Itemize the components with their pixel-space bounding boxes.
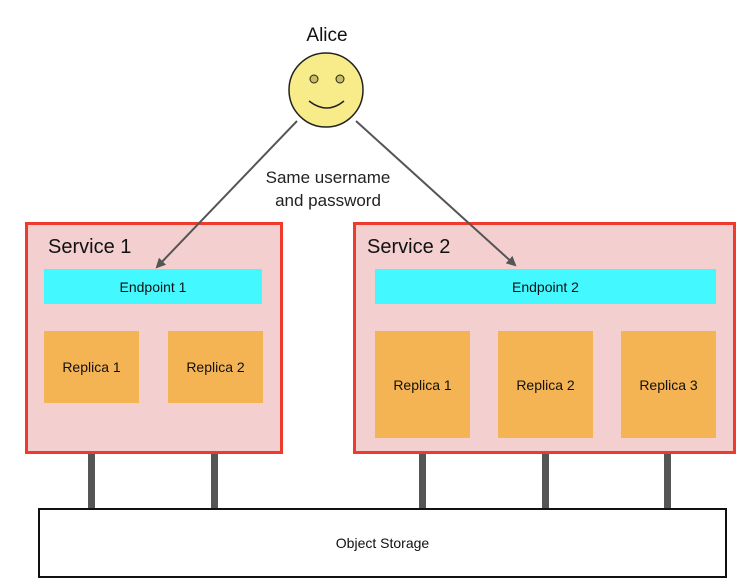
service-1-title: Service 1: [48, 236, 132, 258]
service-1-replica-1: Replica 1: [44, 331, 139, 403]
object-storage-box: Object Storage: [38, 508, 727, 578]
arrow-to-endpoint-2: [355, 120, 517, 267]
service-1-replica-2: Replica 2: [168, 331, 263, 403]
service-2-title: Service 2: [367, 236, 451, 258]
credentials-note: Same username and password: [248, 166, 408, 212]
smiley-face-icon: [288, 52, 364, 128]
service-2-endpoint: Endpoint 2: [375, 269, 716, 304]
arrow-to-endpoint-1: [155, 120, 298, 269]
credentials-note-line-2: and password: [275, 191, 381, 210]
service-1-endpoint: Endpoint 1: [44, 269, 262, 304]
service-2-replica-3: Replica 3: [621, 331, 716, 438]
service-2-replica-1: Replica 1: [375, 331, 470, 438]
service-2-replica-2: Replica 2: [498, 331, 593, 438]
user-name: Alice: [306, 25, 348, 46]
credentials-note-line-1: Same username: [265, 168, 391, 187]
